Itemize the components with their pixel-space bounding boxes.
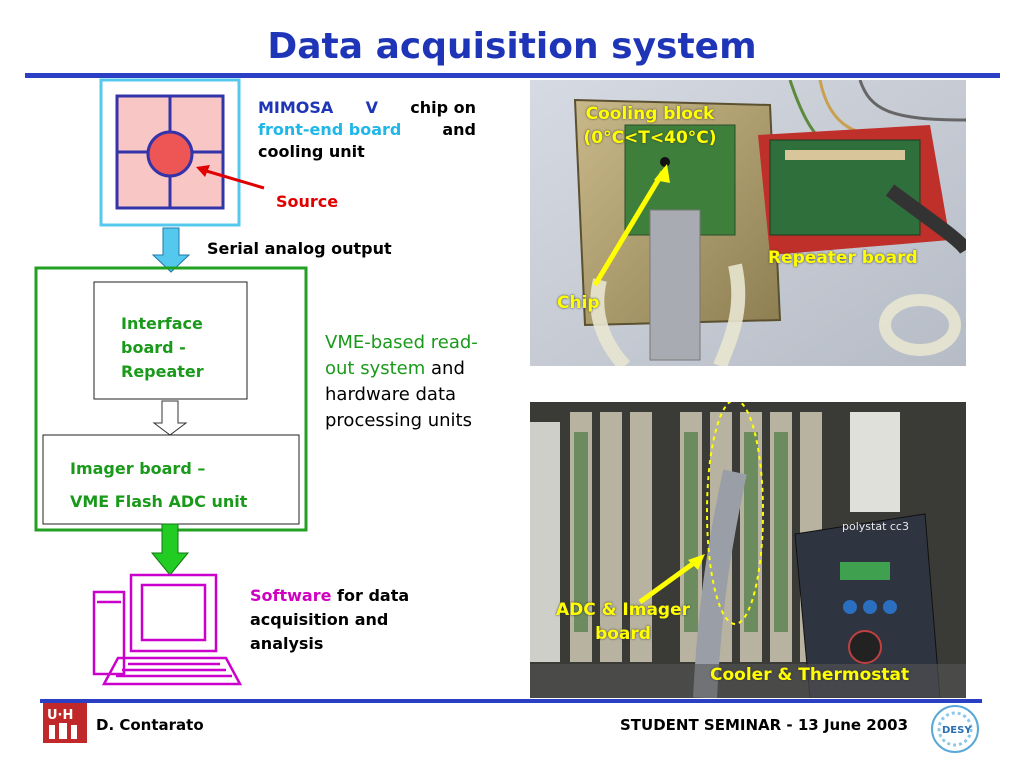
mimosa-label: MIMOSA bbox=[258, 98, 334, 117]
source-arrow bbox=[202, 168, 265, 190]
footer-divider bbox=[40, 699, 982, 703]
front-end-board-label: front-end board bbox=[258, 120, 402, 139]
polystat-brand: polystat cc3 bbox=[842, 520, 909, 533]
interface-board-label: Interface board - Repeater bbox=[121, 314, 204, 381]
cooling-unit-label: cooling unit bbox=[258, 142, 365, 161]
cooler-thermostat-label: Cooler & Thermostat bbox=[710, 665, 910, 685]
adc-imager-label: ADC & Imager board bbox=[556, 600, 690, 644]
serial-output-label: Serial analog output bbox=[207, 239, 392, 258]
desy-logo-icon: DESY bbox=[931, 705, 979, 753]
and-label: and bbox=[442, 120, 476, 139]
chip-label: Chip bbox=[557, 293, 600, 313]
chip-setup-photo-drawing bbox=[530, 80, 966, 366]
slide-title: Data acquisition system bbox=[267, 26, 757, 67]
event-info: STUDENT SEMINAR - 13 June 2003 bbox=[620, 716, 909, 734]
interface-board-box bbox=[93, 281, 248, 400]
title-divider bbox=[25, 73, 1000, 78]
chip-setup-photo: Cooling block (0°C<T<40°C) Repeater boar… bbox=[530, 80, 966, 366]
svg-text:DESY: DESY bbox=[942, 725, 972, 736]
repeater-board-label: Repeater board bbox=[768, 248, 918, 268]
imager-board-label: Imager board – VME Flash ADC unit bbox=[70, 459, 248, 511]
vme-crate-photo-drawing bbox=[530, 402, 966, 698]
cooling-block-label: Cooling block (0°C<T<40°C) bbox=[583, 104, 717, 148]
desy-logo: DESY bbox=[930, 704, 980, 754]
mimosa-version: V bbox=[365, 98, 378, 117]
uhh-logo: U·H bbox=[43, 703, 87, 743]
author-name: D. Contarato bbox=[96, 716, 204, 734]
source-arrowhead bbox=[196, 165, 210, 177]
serial-output-arrow bbox=[151, 227, 191, 273]
daq-output-arrow bbox=[150, 523, 190, 576]
source-spot bbox=[146, 130, 194, 178]
vme-crate-photo: polystat cc3 ADC & Imager board Cooler &… bbox=[530, 402, 966, 698]
chip-on-label: chip on bbox=[410, 98, 476, 117]
svg-text:U·H: U·H bbox=[47, 708, 73, 723]
source-label: Source bbox=[276, 192, 339, 211]
computer-icon bbox=[92, 573, 243, 686]
uhh-logo-icon: U·H bbox=[47, 708, 77, 739]
chip-description: MIMOSA V chip on front-end board and coo… bbox=[258, 97, 476, 163]
data-flow-arrow bbox=[152, 400, 188, 436]
software-description: Software for data acquisition and analys… bbox=[250, 586, 410, 653]
vme-description: VME-based read- out system and hardware … bbox=[325, 332, 478, 431]
chip-frame bbox=[99, 78, 241, 227]
software-label: Software bbox=[250, 586, 332, 605]
